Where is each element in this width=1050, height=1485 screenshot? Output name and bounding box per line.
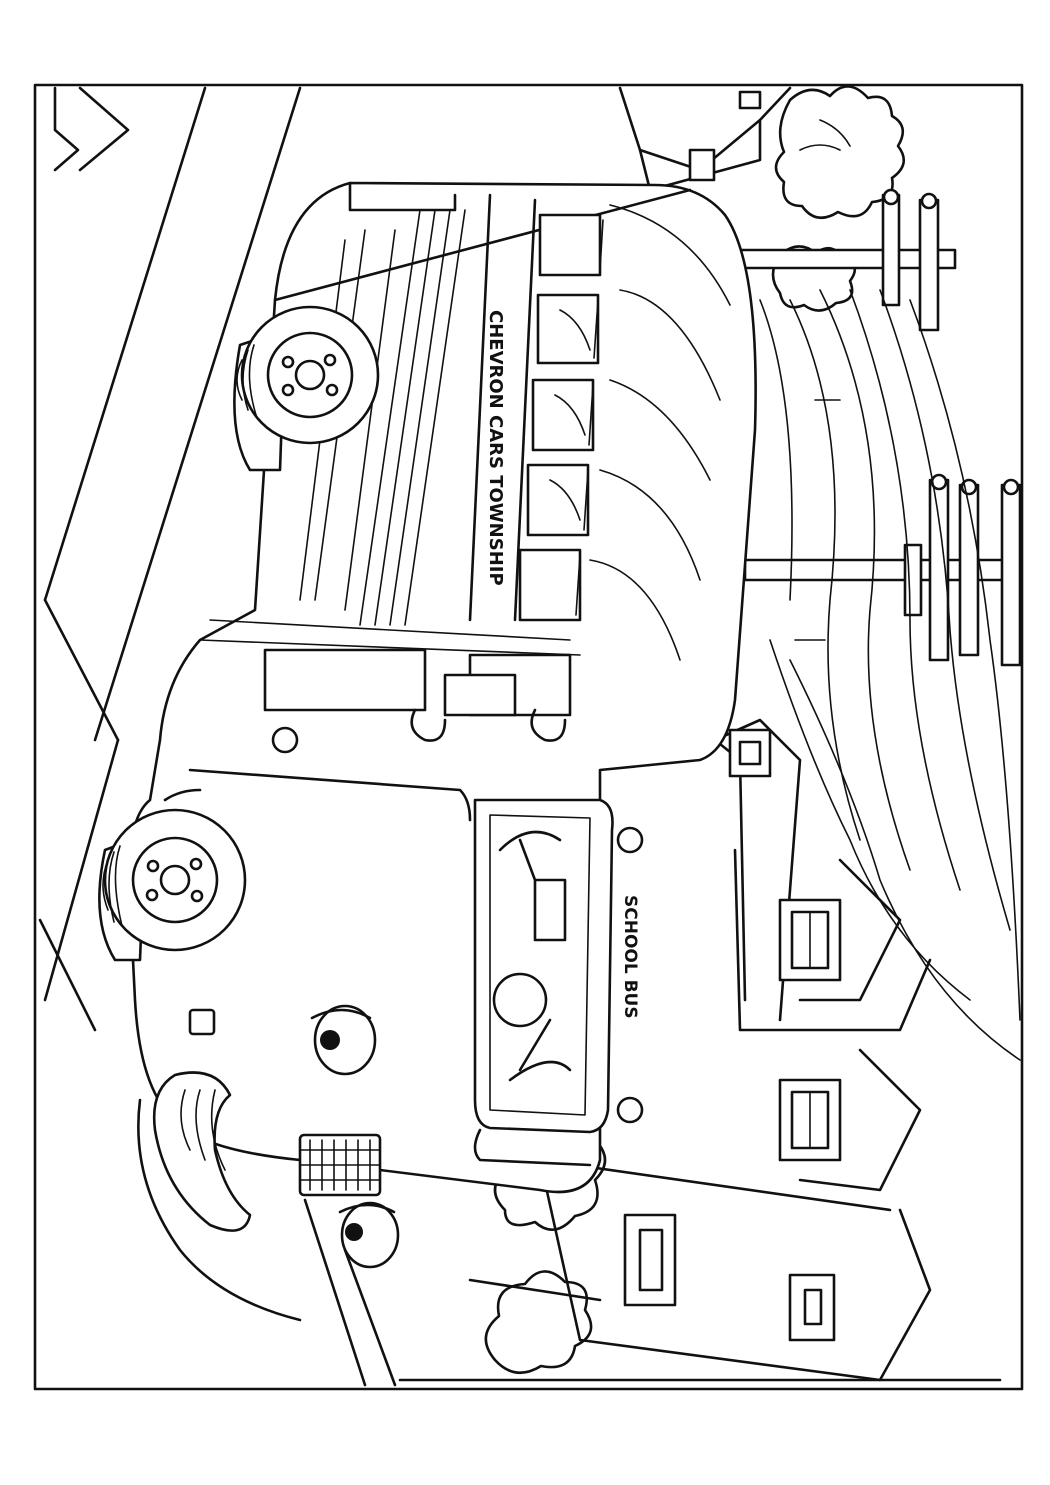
- school-bus: CHEVRON CARS TOWNSHIP: [98, 181, 757, 1322]
- house-window-2: [778, 1078, 842, 1162]
- right-eye: [338, 1201, 400, 1269]
- front-wheel: [98, 808, 247, 962]
- side-windows: [518, 213, 604, 622]
- left-eye: [310, 1004, 377, 1076]
- bus-door-text: SCHOOL BUS: [620, 895, 640, 1019]
- bus-side-text: CHEVRON CARS TOWNSHIP: [485, 310, 506, 586]
- mouth: [152, 1071, 252, 1232]
- house-window-3: [623, 1213, 677, 1307]
- rear-wheel: [233, 305, 380, 472]
- road: [38, 86, 397, 1387]
- house-top: [618, 86, 792, 192]
- body-stripes: [199, 204, 731, 661]
- house-bottom: [398, 718, 1002, 1382]
- house-window-1: [778, 898, 842, 982]
- grille: [298, 1133, 382, 1197]
- page-frame: [33, 83, 1024, 1391]
- headlight-square: [188, 1008, 216, 1036]
- house-window-4: [788, 1273, 836, 1342]
- bus-face: [137, 1004, 400, 1322]
- utility-poles: [738, 188, 1022, 1061]
- front-windows: [263, 648, 572, 754]
- bus-door: [473, 798, 644, 1134]
